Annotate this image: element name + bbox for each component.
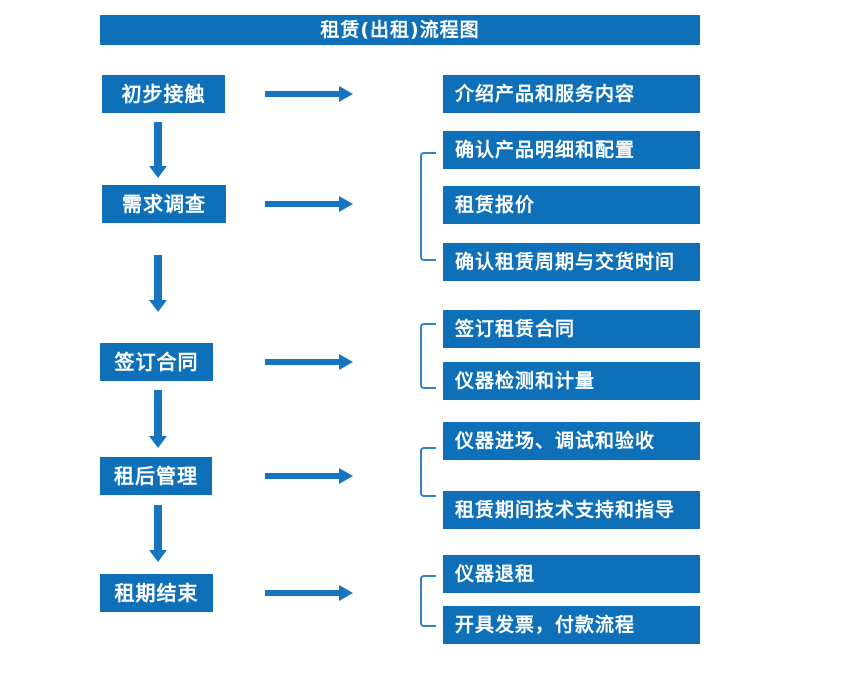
arrow-right-icon [265, 585, 353, 601]
diagram-title: 租赁(出租)流程图 [100, 15, 700, 45]
detail-box-rental-quote: 租赁报价 [443, 186, 700, 224]
detail-box-introduce-products: 介绍产品和服务内容 [443, 75, 700, 113]
step-box-sign-contract: 签订合同 [100, 343, 213, 381]
arrow-right-icon [265, 196, 353, 212]
arrow-right-icon [265, 354, 353, 370]
arrow-down-icon [149, 390, 167, 448]
detail-box-instrument-entry-acceptance: 仪器进场、调试和验收 [443, 422, 700, 460]
step-box-rental-end: 租期结束 [100, 574, 213, 612]
detail-box-confirm-period-delivery: 确认租赁周期与交货时间 [443, 243, 700, 281]
detail-box-sign-rental-contract: 签订租赁合同 [443, 310, 700, 348]
step-box-demand-survey: 需求调查 [102, 185, 226, 223]
arrow-down-icon [149, 122, 167, 178]
group-bracket [420, 152, 436, 261]
detail-box-confirm-product-config: 确认产品明细和配置 [443, 131, 700, 169]
group-bracket [420, 575, 436, 627]
arrow-down-icon [149, 255, 167, 312]
arrow-right-icon [265, 468, 353, 484]
detail-box-rental-tech-support: 租赁期间技术支持和指导 [443, 491, 700, 529]
group-bracket [420, 323, 436, 389]
detail-box-instrument-test-measure: 仪器检测和计量 [443, 362, 700, 400]
detail-box-invoice-payment: 开具发票，付款流程 [443, 606, 700, 644]
arrow-down-icon [149, 505, 167, 562]
detail-box-instrument-return: 仪器退租 [443, 555, 700, 593]
step-box-initial-contact: 初步接触 [102, 75, 225, 113]
group-bracket [420, 447, 436, 497]
arrow-right-icon [265, 86, 353, 102]
step-box-post-rental-management: 租后管理 [100, 457, 212, 495]
